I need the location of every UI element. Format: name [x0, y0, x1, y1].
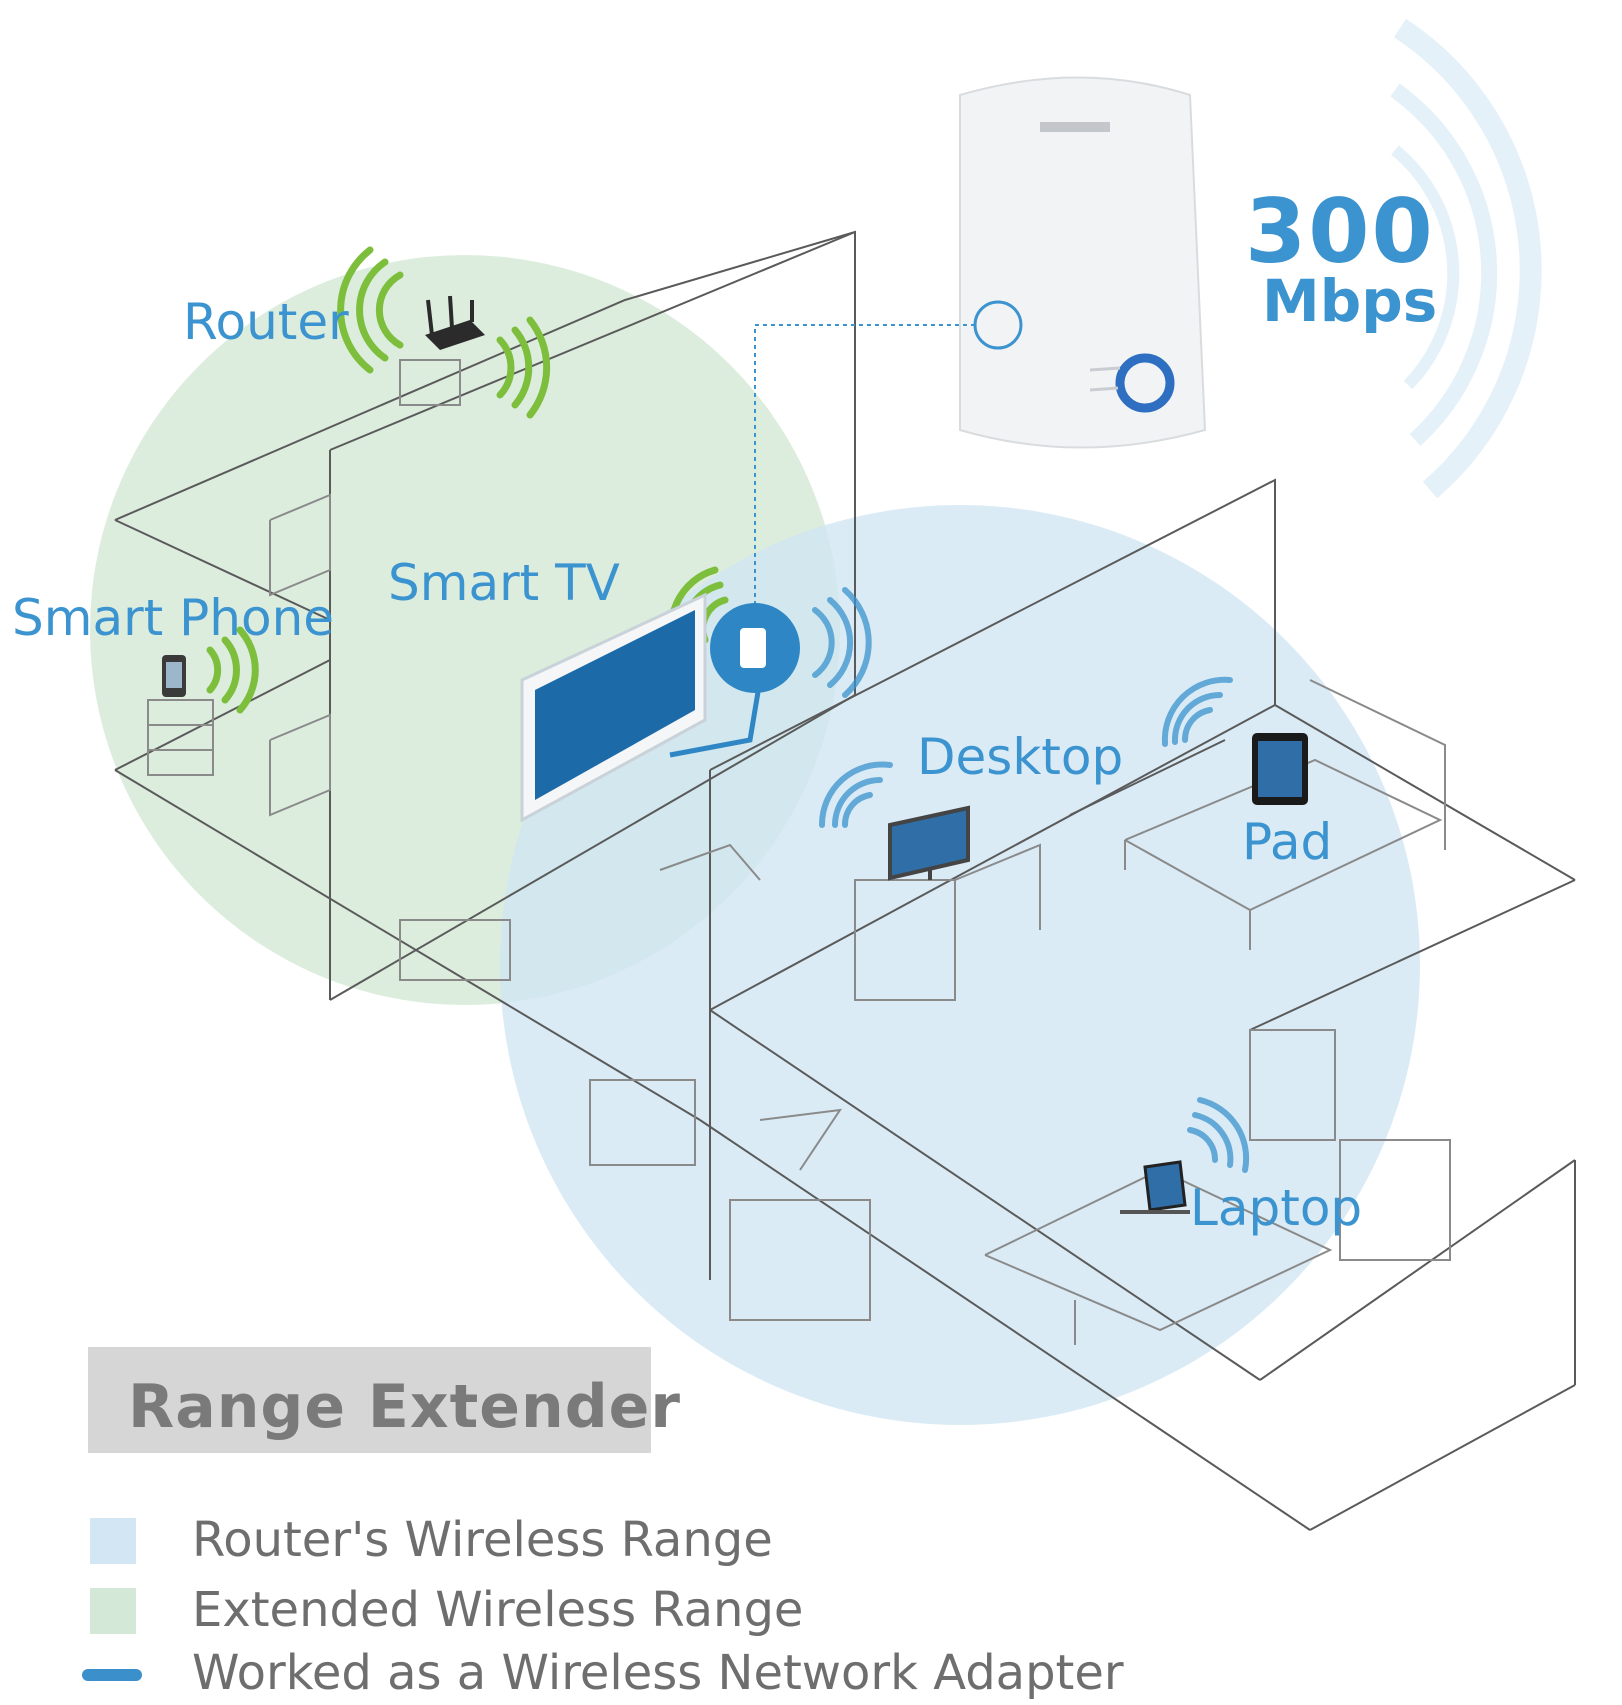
router-label: Router [183, 293, 349, 351]
legend-swatch [90, 1518, 136, 1564]
legend-swatch [90, 1588, 136, 1634]
smart-phone-icon [162, 655, 186, 697]
router-range-circle [500, 505, 1420, 1425]
blue-signal-arcs [812, 587, 1250, 1173]
range-extender-device [959, 76, 1207, 449]
legend-item-label: Worked as a Wireless Network Adapter [192, 1645, 1124, 1701]
speed-value: 300 [1245, 180, 1435, 283]
pad-icon [1252, 733, 1308, 805]
smart-tv-label: Smart TV [388, 554, 620, 612]
legend-swatch [82, 1669, 142, 1681]
desktop-label: Desktop [917, 728, 1124, 786]
wireless-adapter-icon [669, 603, 800, 758]
router-icon [425, 295, 485, 350]
laptop-icon [1120, 1160, 1190, 1214]
legend-title-box [88, 1347, 651, 1453]
connector-dotted-line [754, 324, 975, 655]
house-wireframe [114, 230, 1576, 1531]
pad-label: Pad [1242, 813, 1333, 871]
desktop-icon [888, 805, 970, 881]
legend-item-label: Extended Wireless Range [192, 1582, 804, 1638]
smart-tv-icon [520, 592, 707, 823]
legend-title: Range Extender [128, 1372, 681, 1442]
furniture-sketches [147, 359, 1451, 1345]
smart-phone-label: Smart Phone [12, 589, 335, 647]
laptop-label: Laptop [1190, 1179, 1363, 1237]
speed-unit: Mbps [1262, 267, 1438, 335]
extender-signal-arcs [1390, 18, 1542, 499]
legend-item-label: Router's Wireless Range [192, 1512, 773, 1568]
